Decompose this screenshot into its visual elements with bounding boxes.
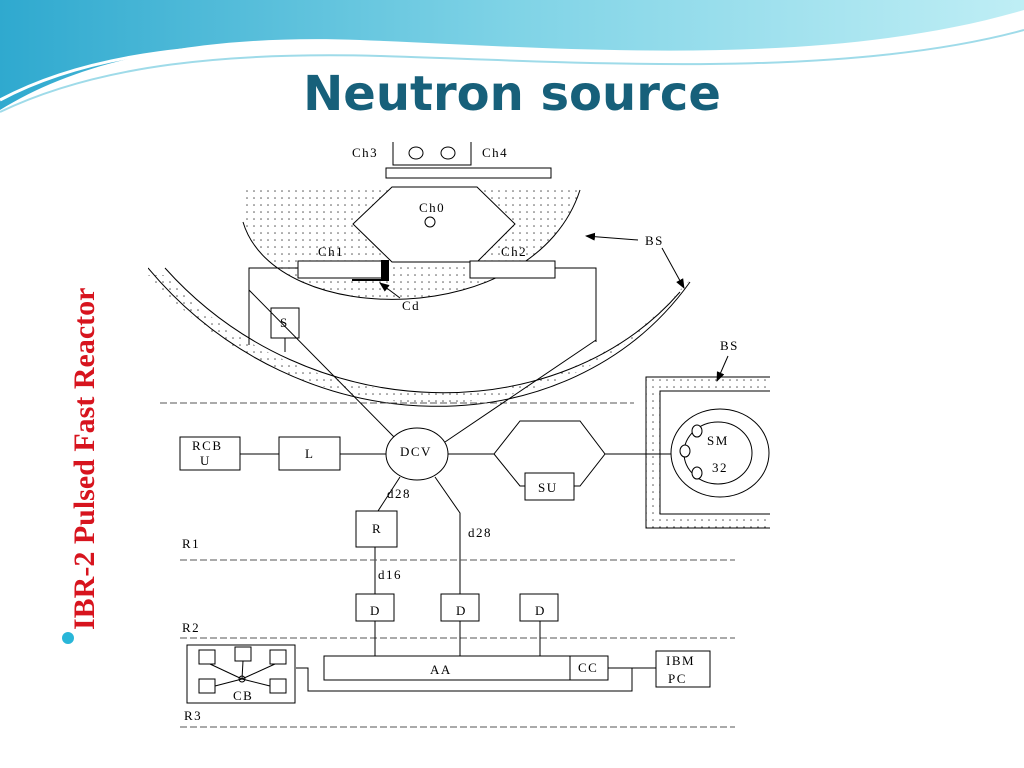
detector-shield-outer xyxy=(645,376,770,529)
d-box-1 xyxy=(355,593,395,622)
side-title-container: IBR-2 Pulsed Fast Reactor xyxy=(48,200,101,640)
ch0-port-icon xyxy=(424,216,436,228)
ibm-pc-box xyxy=(655,650,711,688)
label-sm: SM xyxy=(707,433,729,448)
detector-icon-3 xyxy=(691,466,703,480)
cb-link-2 xyxy=(241,660,244,680)
ch4-port-icon xyxy=(440,146,456,160)
d-box-2 xyxy=(440,593,480,622)
biological-shield-band xyxy=(148,275,690,404)
shield-arc-outer xyxy=(147,267,691,407)
diagram-panel: Ch3 Ch4 Ch0 Ch1 Ch2 Cd BS S DCV L RCB U … xyxy=(147,139,792,732)
top-plate xyxy=(385,167,552,179)
label-aa: AA xyxy=(430,662,452,677)
slide-title: Neutron source xyxy=(303,66,721,122)
cb-node-4 xyxy=(198,678,216,694)
bs-pointer-core xyxy=(585,232,639,241)
cb-node-1 xyxy=(198,649,216,665)
label-r: R xyxy=(372,521,382,536)
cb-link-4 xyxy=(214,678,243,687)
s-box xyxy=(270,307,300,339)
d-box-3 xyxy=(519,593,559,622)
r-box xyxy=(355,510,398,548)
cd-pointer xyxy=(379,282,401,299)
label-d-2: D xyxy=(456,603,467,618)
bs-right-pointer xyxy=(716,355,729,382)
ch1-channel xyxy=(297,260,387,279)
detector-icon-1 xyxy=(691,424,703,438)
aa-bus xyxy=(323,655,609,681)
label-ch4: Ch4 xyxy=(482,145,508,160)
cb-link-3 xyxy=(241,663,276,680)
label-l: L xyxy=(305,446,314,461)
ch2-channel xyxy=(469,260,556,279)
reactor-diagram: Ch3 Ch4 Ch0 Ch1 Ch2 Cd BS S DCV L RCB U … xyxy=(147,139,770,728)
detector-shield-inner xyxy=(659,390,770,515)
label-ch2: Ch2 xyxy=(501,244,527,259)
detector-icon-2 xyxy=(679,444,691,458)
label-ch1: Ch1 xyxy=(318,244,344,259)
label-ibm-line1: IBM xyxy=(666,653,695,668)
label-ch3: Ch3 xyxy=(352,145,378,160)
label-ibm-line2: PC xyxy=(668,671,687,686)
label-s: S xyxy=(280,315,289,330)
cb-link-1 xyxy=(209,663,243,680)
label-cc: CC xyxy=(578,660,598,675)
reactor-core-boundary xyxy=(242,189,581,300)
label-su: SU xyxy=(538,480,558,495)
header-wave-decoration xyxy=(0,0,1024,113)
bullet-icon xyxy=(62,632,74,644)
label-sm-count: 32 xyxy=(712,460,728,475)
cb-node-5 xyxy=(269,678,287,694)
su-box xyxy=(524,472,575,501)
link-housing-dcv xyxy=(248,289,396,439)
label-bs-right: BS xyxy=(720,338,739,353)
label-r2: R2 xyxy=(182,620,200,635)
label-cd: Cd xyxy=(402,298,420,313)
side-title: IBR-2 Pulsed Fast Reactor xyxy=(68,287,101,630)
label-d-1: D xyxy=(370,603,381,618)
cb-node-3 xyxy=(269,649,287,665)
shield-arc-inner xyxy=(164,267,681,394)
label-d16: d16 xyxy=(378,567,402,582)
ch3-ch4-box xyxy=(392,139,472,166)
link-housing-dcv-right xyxy=(444,339,597,443)
label-rcbu-line2: U xyxy=(200,453,211,468)
label-rcbu-line1: RCB xyxy=(192,438,223,453)
label-ch0: Ch0 xyxy=(419,200,445,215)
link-dcv-d2 xyxy=(434,476,461,594)
label-bs-top: BS xyxy=(645,233,664,248)
label-d28-right: d28 xyxy=(468,525,492,540)
cd-absorber xyxy=(381,260,387,280)
cb-node-2 xyxy=(234,646,252,662)
label-r3: R3 xyxy=(184,708,202,723)
label-dcv: DCV xyxy=(400,444,432,459)
label-cb: CB xyxy=(233,688,253,703)
cd-absorber-edge xyxy=(352,260,389,281)
ch3-port-icon xyxy=(408,146,424,160)
bs-pointer-shield xyxy=(661,247,685,289)
label-d28-left: d28 xyxy=(387,486,411,501)
cb-link-5 xyxy=(241,678,271,687)
link-ibm-cb xyxy=(296,667,633,692)
label-d-3: D xyxy=(535,603,546,618)
moderator-housing xyxy=(248,267,597,345)
detector-shield-band xyxy=(646,377,770,528)
link-dcv-r xyxy=(377,476,401,512)
su-hexagon xyxy=(493,420,606,487)
label-r1: R1 xyxy=(182,536,200,551)
